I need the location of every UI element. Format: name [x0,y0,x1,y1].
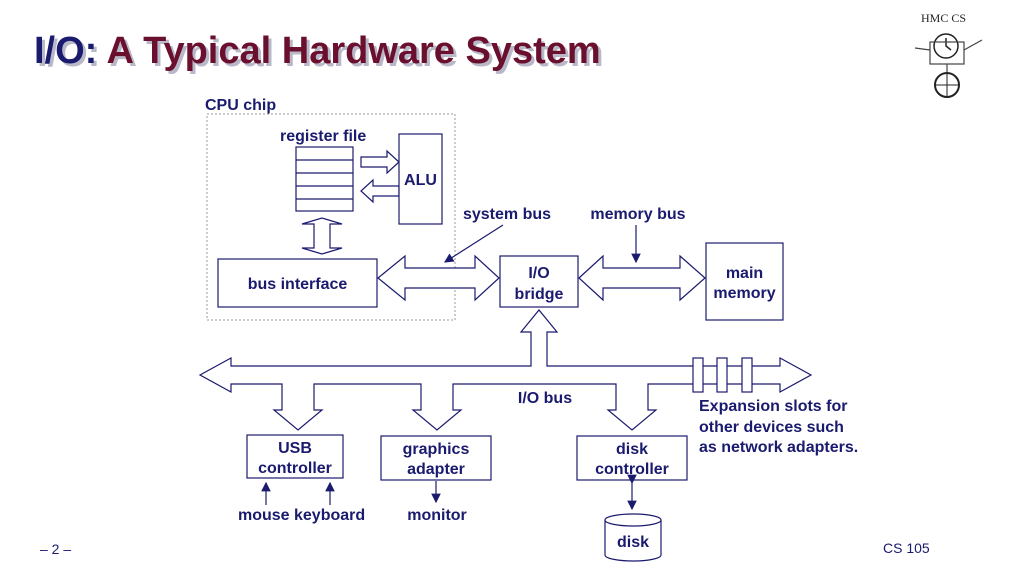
monitor-label: monitor [407,507,467,524]
alu-to-reg-arrow [360,178,400,204]
usb-controller-box [246,434,344,479]
expansion-label-2: other devices such [699,419,844,436]
graphics-adapter-box [380,435,492,481]
graphics-label-2: adapter [407,461,465,478]
usb-label-2: controller [258,460,332,477]
keyboard-label: keyboard [294,507,365,524]
register-file-label: register file [280,128,366,145]
io-bridge-label-2: bridge [515,286,564,303]
io-bridge-label-1: I/O [528,265,549,282]
mouse-label: mouse [238,507,290,524]
main-memory-box [705,242,784,321]
main-memory-label-2: memory [713,285,775,302]
memory-bus-arrow [578,254,706,302]
io-bridge-box [499,255,579,308]
graphics-label-1: graphics [403,441,470,458]
cpu-chip-label: CPU chip [205,97,276,114]
usb-label-1: USB [278,440,312,457]
slide-title: I/O: A Typical Hardware System [34,30,601,73]
register-file [295,146,354,212]
title-main: A Typical Hardware System [106,30,601,72]
reg-bus-interface-arrow [301,217,343,255]
page-number: – 2 – [40,541,71,557]
system-bus-arrow [377,254,500,302]
disk-controller-label-1: disk [616,441,648,458]
disk-cylinder [604,513,662,562]
course-label: CS 105 [883,540,930,556]
alu-box [398,133,443,225]
system-bus-label: system bus [463,206,551,223]
io-bus-label: I/O bus [518,390,572,407]
disk-controller-box [576,435,688,481]
disk-label: disk [617,534,649,551]
memory-bus-label: memory bus [590,206,685,223]
disk-controller-label-2: controller [595,461,669,478]
cpu-chip-region [206,113,456,321]
svg-text:HMC CS: HMC CS [921,11,966,25]
expansion-label-3: as network adapters. [699,439,858,456]
title-prefix: I/O: [34,30,98,72]
main-memory-label-1: main [726,265,763,282]
bus-interface-box [217,258,378,308]
expansion-slots [692,357,753,393]
hmc-cs-logo: HMC CS [914,11,983,98]
alu-label: ALU [404,172,437,189]
reg-to-alu-arrow [360,149,400,175]
expansion-label-1: Expansion slots for [699,398,847,415]
bus-interface-label: bus interface [248,276,348,293]
io-bus-arrow [198,309,813,431]
